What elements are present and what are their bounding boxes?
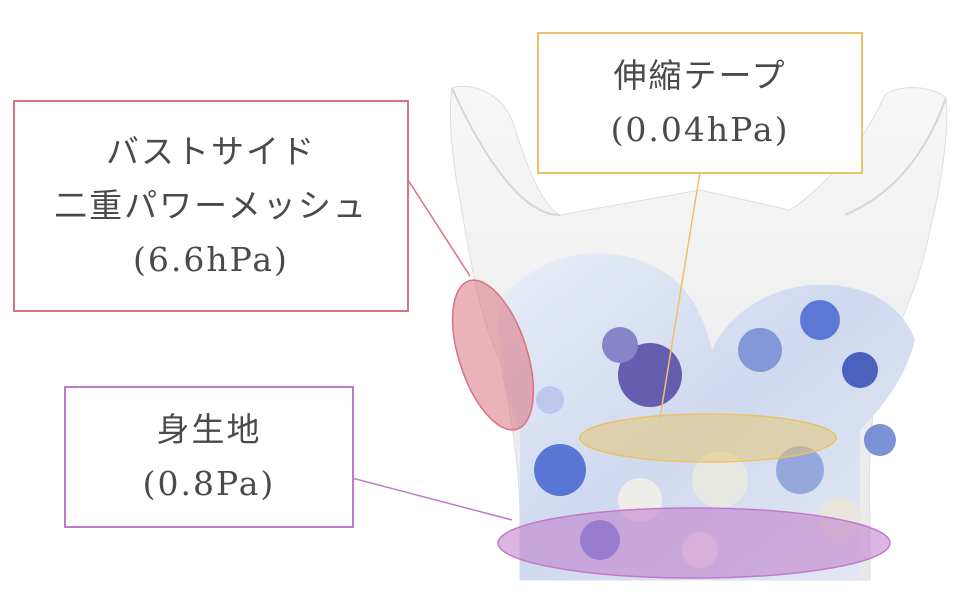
body-fabric-callout: 身生地 (0.8Pa) [64, 386, 354, 528]
bust-side-name-line1: バストサイド [106, 132, 316, 171]
bust-side-leader [407, 179, 471, 277]
stretch-tape-highlight [579, 413, 837, 463]
bust-side-callout: バストサイド 二重パワーメッシュ (6.6hPa) [13, 100, 409, 312]
body-fabric-leader [351, 477, 513, 521]
bust-side-highlight [451, 279, 535, 431]
body-fabric-highlight [497, 507, 891, 579]
stretch-tape-leader [659, 171, 701, 419]
body-fabric-name: 身生地 [156, 410, 262, 449]
body-fabric-value: (0.8Pa) [142, 464, 276, 503]
bust-side-value: (6.6hPa) [133, 240, 289, 279]
stretch-tape-name: 伸縮テープ [613, 56, 787, 95]
stretch-tape-callout: 伸縮テープ (0.04hPa) [537, 32, 863, 174]
stretch-tape-value: (0.04hPa) [610, 110, 790, 149]
bust-side-name-line2: 二重パワーメッシュ [54, 186, 368, 225]
